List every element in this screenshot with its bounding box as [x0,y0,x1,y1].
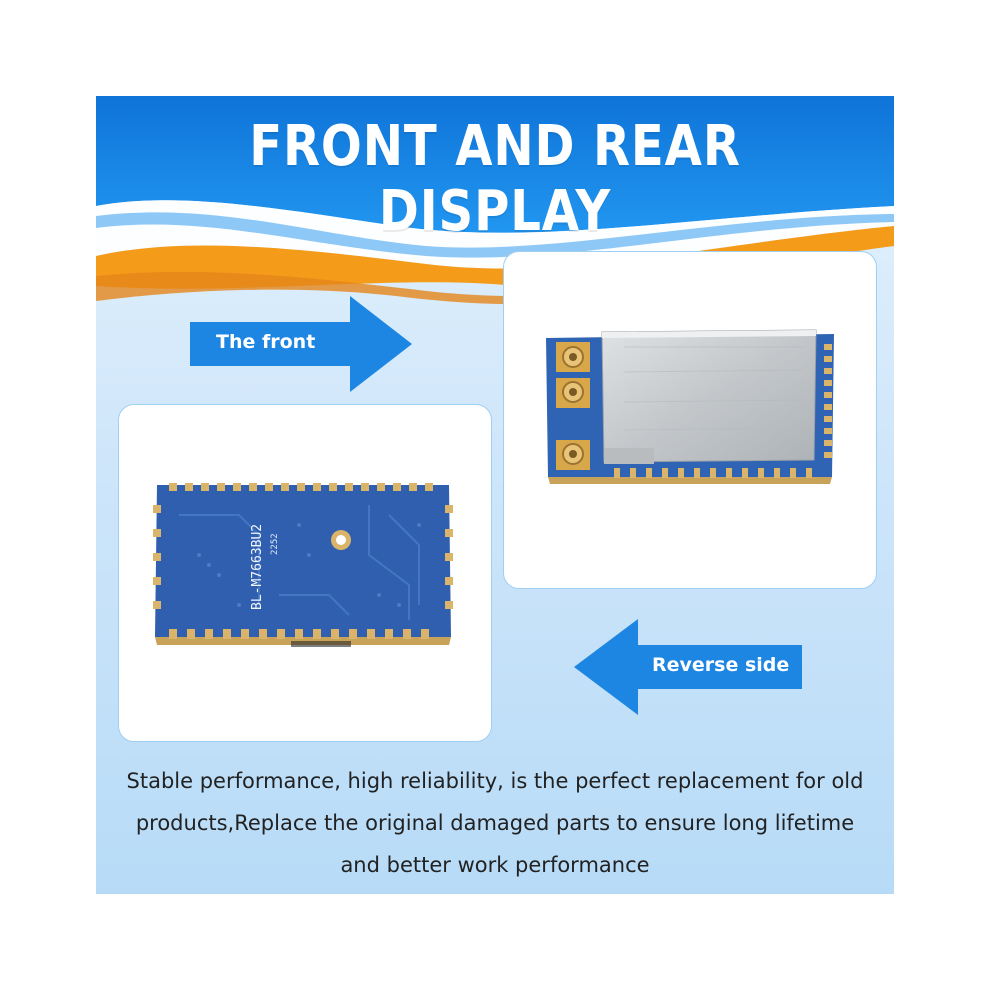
front-module-image [546,329,834,484]
front-view-panel [503,251,877,589]
rear-module-image: BL-M7663BU2 2252 [153,483,453,647]
product-description: Stable performance, high reliability, is… [96,760,894,886]
description-line-2: products,Replace the original damaged pa… [135,811,855,835]
page-title: FRONT AND REAR DISPLAY [249,114,741,244]
product-poster: FRONT AND REAR DISPLAY [96,96,894,894]
front-arrow-label: The front [216,331,316,353]
description-line-3: and better work performance [340,853,650,877]
board-model-label: BL-M7663BU2 [250,524,265,610]
right-arrow-icon [190,296,412,392]
board-date-code: 2252 [270,533,280,555]
rear-arrow: Reverse side [574,619,802,715]
left-arrow-icon [574,619,802,715]
rear-view-panel: BL-M7663BU2 2252 [118,404,492,742]
description-line-1: Stable performance, high reliability, is… [126,769,864,793]
rear-arrow-label: Reverse side [652,654,790,676]
front-arrow: The front [190,296,415,392]
